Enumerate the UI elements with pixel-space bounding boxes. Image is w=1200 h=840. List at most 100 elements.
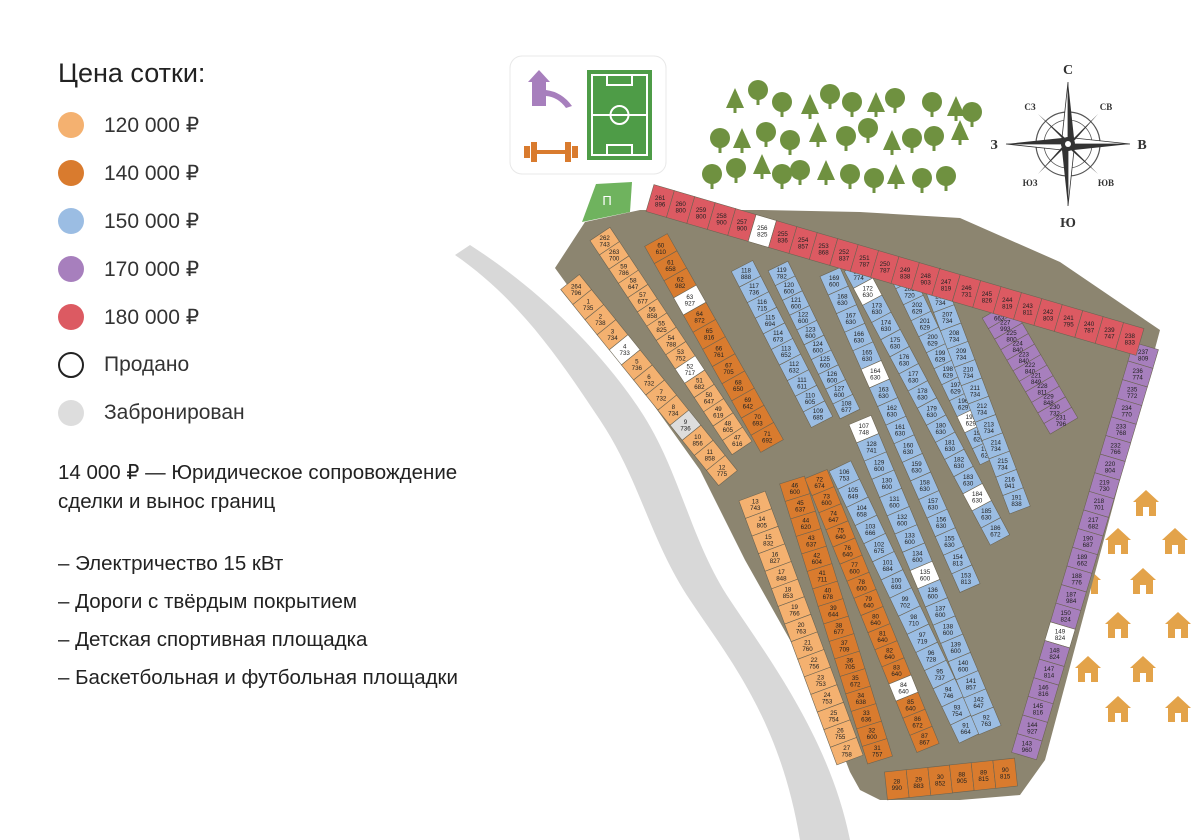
tree-icon — [756, 122, 776, 147]
legend-label: 170 000 ₽ — [104, 257, 200, 281]
